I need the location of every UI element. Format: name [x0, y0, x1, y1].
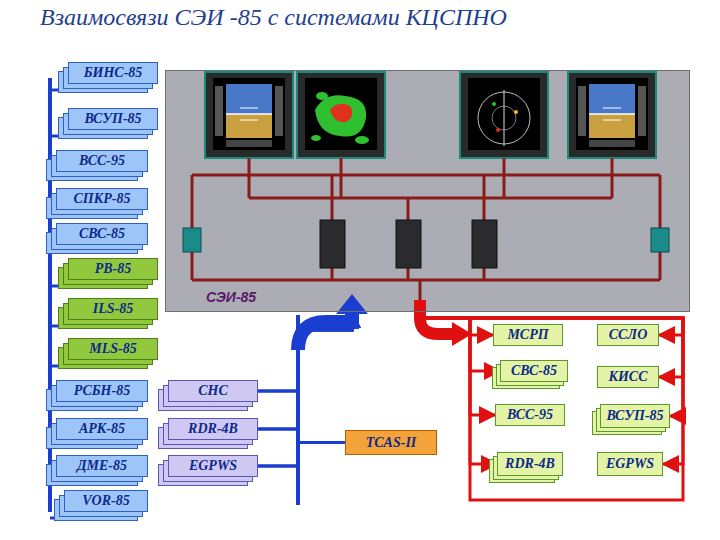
system-label: СВС-85	[511, 363, 557, 378]
connector	[420, 312, 683, 464]
system-box: ДМЕ-85	[56, 455, 148, 477]
system-box: СНС	[168, 380, 258, 402]
system-label: АРК-85	[79, 421, 125, 436]
system-label: ВСС-95	[507, 407, 553, 422]
system-label: ВСУП-85	[606, 408, 663, 423]
system-label: БИНС-85	[84, 65, 143, 80]
input-arrow-head	[336, 294, 368, 314]
system-label: MLS-85	[89, 341, 136, 356]
display-nav	[460, 72, 548, 158]
system-label: EGPWS	[189, 458, 237, 473]
connector	[258, 312, 352, 466]
system-label: RDR-4B	[505, 456, 555, 471]
system-box: РСБН-85	[56, 380, 148, 402]
processor-unit	[472, 220, 497, 268]
connector	[298, 312, 352, 443]
system-box: ВСС-95	[495, 404, 565, 426]
system-box: EGPWS	[597, 452, 663, 476]
system-label: ССЛО	[609, 327, 648, 342]
connector	[258, 312, 352, 391]
panel-box: СЭИ-85	[165, 70, 690, 312]
control-unit	[183, 228, 201, 252]
system-box: MLS-85	[68, 338, 158, 360]
system-box: СВС-85	[500, 360, 568, 382]
connector	[420, 312, 493, 335]
system-label: RDR-4B	[188, 421, 238, 436]
display-pfd	[568, 72, 656, 158]
system-box: СПКР-85	[56, 188, 148, 210]
control-unit	[651, 228, 669, 252]
system-label: ВСУП-85	[84, 111, 141, 126]
system-box: БИНС-85	[68, 62, 158, 84]
system-label: VOR-85	[82, 493, 129, 508]
processor-unit	[320, 220, 345, 268]
system-label: ILS-85	[93, 301, 133, 316]
system-box: ILS-85	[68, 298, 158, 320]
system-box: ВСС-95	[56, 150, 148, 172]
bus-ticks	[48, 90, 298, 518]
system-label: EGPWS	[606, 456, 654, 471]
diagram-title: Взаимосвязи СЭИ -85 с системами КЦСПНО	[40, 4, 507, 31]
panel-ground	[165, 70, 690, 312]
system-box: КИСС	[597, 366, 659, 388]
system-label: МСРП	[507, 327, 548, 342]
system-label: РСБН-85	[74, 383, 130, 398]
connector	[420, 312, 500, 371]
processor-unit	[396, 220, 421, 268]
display-pfd	[205, 72, 293, 158]
system-label: РВ-85	[95, 261, 132, 276]
system-label: СВС-85	[79, 226, 125, 241]
system-label: КИСС	[608, 369, 647, 384]
system-label: СПКР-85	[74, 191, 131, 206]
system-box: RDR-4B	[168, 418, 258, 440]
system-box: МСРП	[493, 324, 563, 346]
system-box: VOR-85	[64, 490, 148, 512]
system-label: СНС	[198, 383, 228, 398]
system-box: EGPWS	[168, 455, 258, 477]
system-box: АРК-85	[56, 418, 148, 440]
system-label: TCAS-II	[366, 435, 417, 450]
system-box: ССЛО	[597, 324, 659, 346]
system-box: RDR-4B	[497, 452, 563, 476]
output-frame	[470, 318, 683, 500]
system-label: ВСС-95	[79, 153, 125, 168]
system-box: РВ-85	[68, 258, 158, 280]
system-box: ВСУП-85	[600, 404, 670, 428]
panel-label: СЭИ-85	[206, 289, 256, 305]
system-box: ВСУП-85	[68, 108, 158, 130]
connector	[420, 312, 495, 415]
display-wiring	[192, 158, 660, 280]
connector	[420, 312, 683, 416]
display-radar	[297, 72, 385, 158]
system-label: ДМЕ-85	[77, 458, 127, 473]
system-box: TCAS-II	[345, 430, 437, 455]
input-bus	[48, 78, 52, 512]
system-box: СВС-85	[56, 223, 148, 245]
